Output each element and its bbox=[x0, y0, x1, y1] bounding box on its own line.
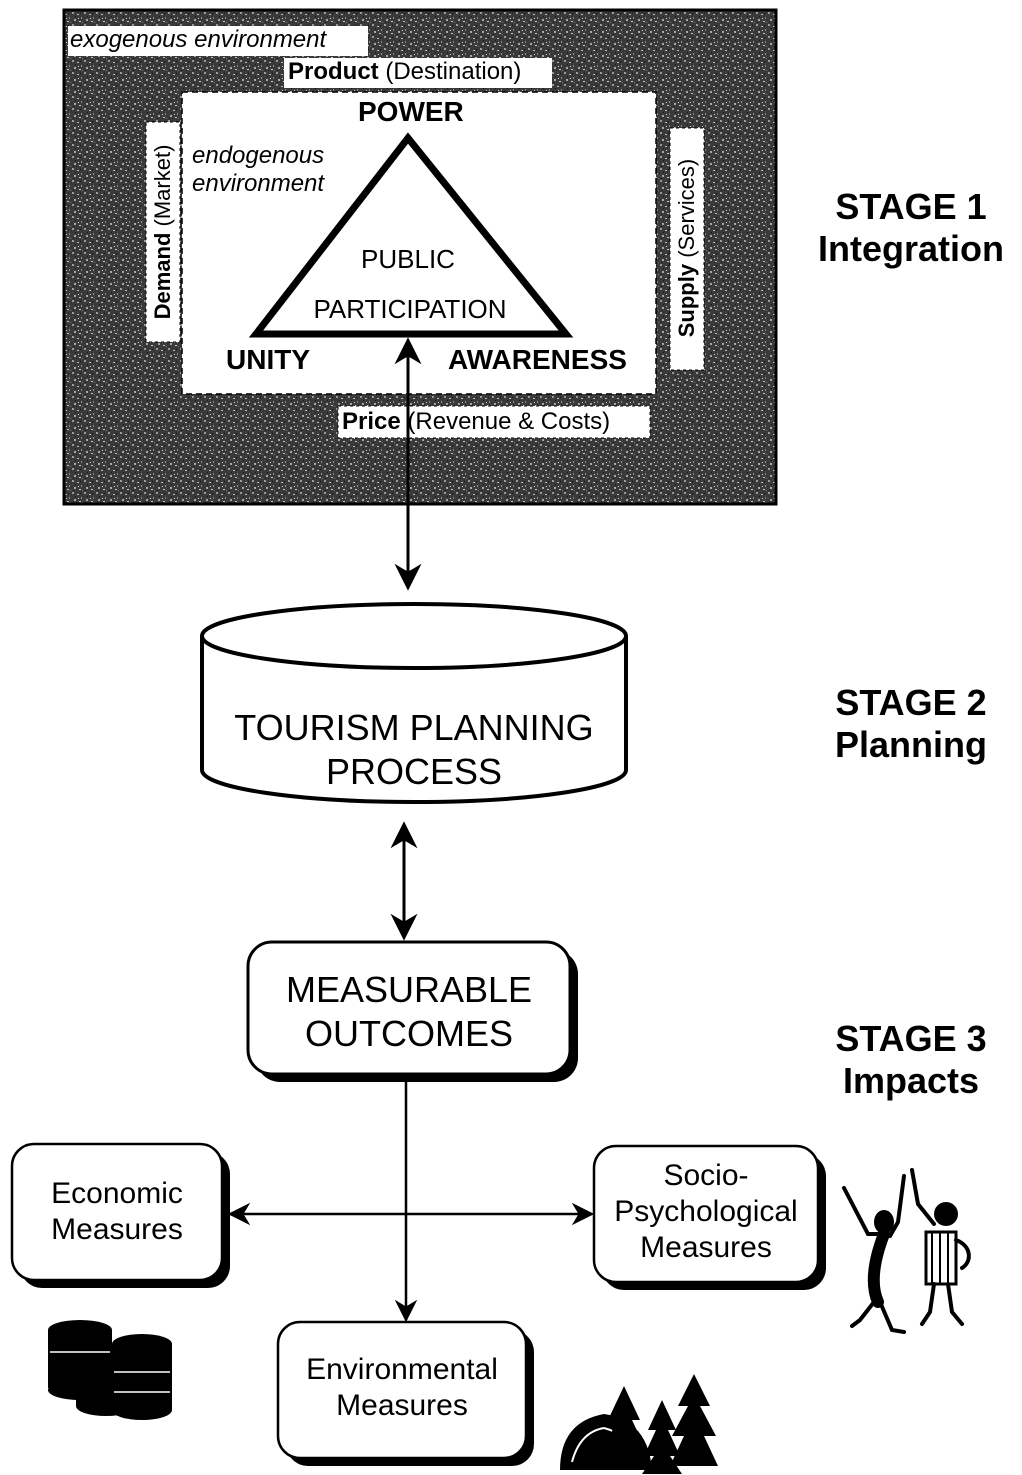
socio-line-1: Socio- bbox=[663, 1159, 749, 1192]
planning-line-1: TOURISM PLANNING bbox=[234, 707, 594, 748]
planning-line-2: PROCESS bbox=[325, 751, 503, 792]
environmental-line-2: Measures bbox=[336, 1389, 468, 1422]
outcomes-box bbox=[246, 940, 572, 1076]
stage-3-title: STAGE 3 Impacts bbox=[806, 1018, 1016, 1102]
demand-label: Demand (Market) bbox=[150, 145, 176, 320]
supply-label-bold: Supply bbox=[674, 263, 699, 338]
tent-trees-icon bbox=[560, 1374, 718, 1474]
coins-icon bbox=[48, 1320, 172, 1420]
power-label: POWER bbox=[358, 96, 464, 127]
outcomes-line-1: MEASURABLE bbox=[285, 969, 533, 1010]
stage-1-subtitle: Integration bbox=[818, 228, 1004, 269]
supply-label-rest: (Services) bbox=[674, 158, 699, 258]
participation-triangle bbox=[248, 132, 574, 338]
environmental-measures-label: Environmental Measures bbox=[280, 1352, 524, 1424]
demand-label-rest: (Market) bbox=[150, 144, 175, 227]
stage-1-number: STAGE 1 bbox=[835, 186, 987, 227]
endogenous-label-2: environment bbox=[192, 170, 325, 197]
exogenous-label: exogenous environment bbox=[70, 26, 327, 53]
environmental-box bbox=[276, 1320, 528, 1460]
economic-measures-label: Economic Measures bbox=[14, 1176, 220, 1248]
socio-measures-label: Socio- Psychological Measures bbox=[596, 1158, 816, 1266]
planning-process-label: TOURISM PLANNING PROCESS bbox=[204, 706, 624, 794]
demand-label-bold: Demand bbox=[150, 232, 175, 320]
planning-cylinder bbox=[200, 602, 628, 804]
stage-1-title: STAGE 1 Integration bbox=[806, 186, 1016, 270]
unity-label: UNITY bbox=[226, 344, 310, 375]
public-label: PUBLIC bbox=[361, 244, 455, 274]
supply-label: Supply (Services) bbox=[674, 159, 700, 337]
stage-2-number: STAGE 2 bbox=[835, 682, 987, 723]
endogenous-label-1: endogenous bbox=[192, 142, 325, 169]
product-label-rest: (Destination) bbox=[385, 58, 522, 85]
outcomes-line-2: OUTCOMES bbox=[304, 1013, 513, 1054]
product-label: Product (Destination) bbox=[288, 58, 521, 86]
price-label-bold: Price bbox=[342, 408, 401, 435]
environmental-line-1: Environmental bbox=[306, 1353, 498, 1386]
people-cheering-icon bbox=[842, 1168, 971, 1334]
socio-line-3: Measures bbox=[640, 1231, 772, 1264]
price-label: Price (Revenue & Costs) bbox=[342, 408, 610, 436]
economic-line-1: Economic bbox=[51, 1177, 183, 1210]
product-label-bold: Product bbox=[288, 58, 379, 85]
socio-box bbox=[592, 1144, 820, 1284]
economic-box bbox=[10, 1142, 224, 1282]
awareness-label: AWARENESS bbox=[448, 344, 627, 375]
stage-2-subtitle: Planning bbox=[835, 724, 987, 765]
price-label-rest: (Revenue & Costs) bbox=[407, 408, 611, 435]
participation-label: PARTICIPATION bbox=[313, 294, 507, 324]
socio-line-2: Psychological bbox=[614, 1195, 798, 1228]
outcomes-label: MEASURABLE OUTCOMES bbox=[250, 968, 568, 1056]
stage-3-number: STAGE 3 bbox=[835, 1018, 987, 1059]
economic-line-2: Measures bbox=[51, 1213, 183, 1246]
stage-2-title: STAGE 2 Planning bbox=[806, 682, 1016, 766]
stage-3-subtitle: Impacts bbox=[842, 1060, 980, 1101]
